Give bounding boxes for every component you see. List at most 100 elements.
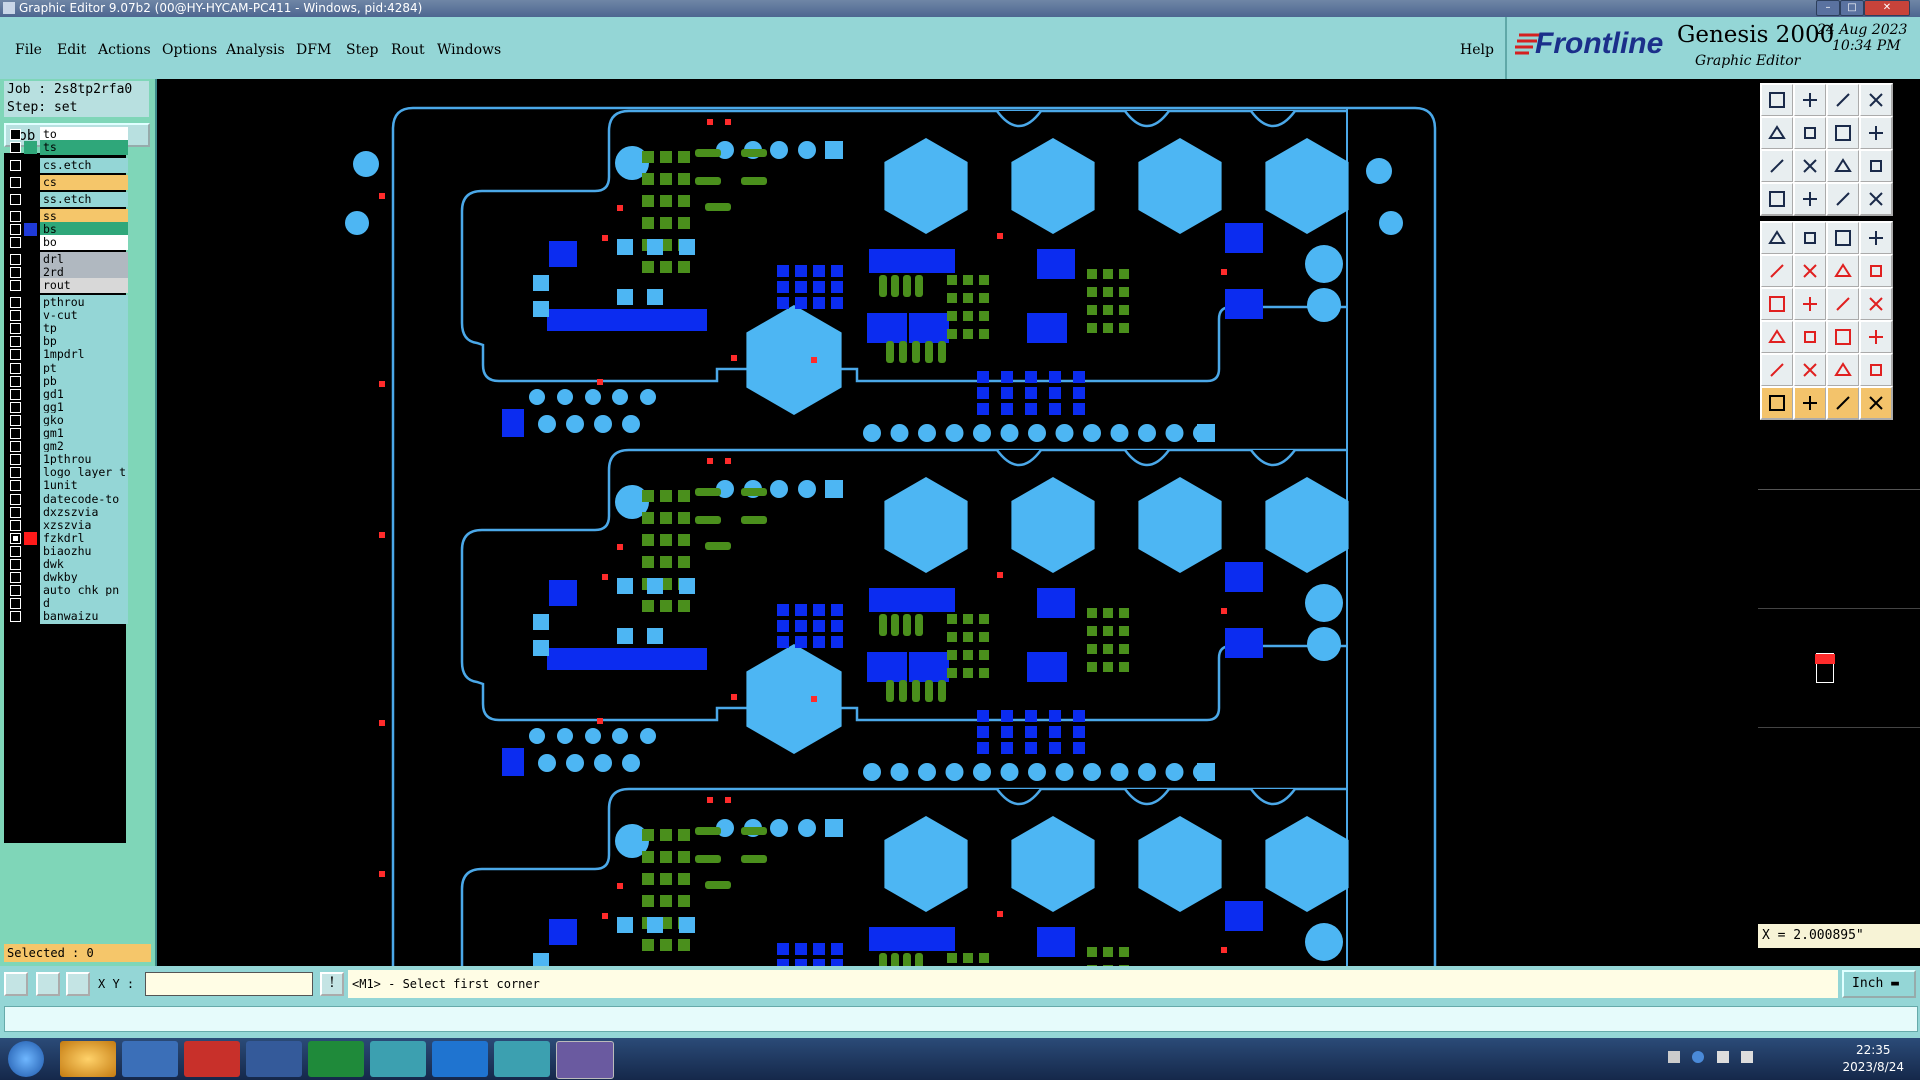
layer-color-swatch[interactable] bbox=[24, 466, 37, 479]
volume-icon[interactable] bbox=[1741, 1051, 1754, 1063]
layer-checkbox[interactable] bbox=[10, 559, 21, 570]
layer-row-pthrou[interactable]: pthrou bbox=[6, 295, 128, 310]
menu-edit[interactable]: Edit bbox=[57, 42, 87, 58]
layer-checkbox[interactable] bbox=[10, 336, 21, 348]
layer-checkbox[interactable] bbox=[10, 323, 21, 335]
layer-name[interactable]: bs bbox=[40, 222, 128, 238]
red-app-icon[interactable] bbox=[184, 1041, 240, 1077]
layer-checkbox[interactable] bbox=[10, 362, 21, 374]
layer-checkbox[interactable] bbox=[10, 375, 21, 387]
layer-checkbox[interactable] bbox=[10, 572, 21, 584]
layer-row-ss-etch[interactable]: ss.etch bbox=[6, 192, 128, 207]
layer-checkbox[interactable] bbox=[10, 160, 21, 171]
layer-name[interactable]: bo bbox=[40, 235, 128, 251]
layer-row-bo[interactable]: bo bbox=[6, 235, 128, 251]
layer-row-drl[interactable]: drl bbox=[6, 252, 128, 267]
ruler-button[interactable] bbox=[1826, 221, 1860, 255]
snap-button[interactable] bbox=[1760, 182, 1794, 216]
layer-name[interactable]: v-cut bbox=[40, 308, 128, 324]
layer-row-dwkby[interactable]: dwkby bbox=[6, 570, 128, 586]
layer-name[interactable]: dwk bbox=[40, 557, 128, 572]
genesis-app-icon[interactable] bbox=[556, 1041, 614, 1079]
layer-name[interactable]: rout bbox=[40, 278, 128, 294]
pad-add-button[interactable] bbox=[1760, 320, 1794, 354]
layer-row-cs-etch[interactable]: cs.etch bbox=[6, 158, 128, 173]
alert-icon[interactable]: ! bbox=[320, 972, 344, 996]
layer-checkbox[interactable] bbox=[10, 441, 21, 453]
layer-name[interactable]: gg1 bbox=[40, 399, 128, 415]
layer-display2-button[interactable] bbox=[1859, 182, 1893, 216]
line-button[interactable] bbox=[1760, 287, 1794, 321]
layer-checkbox[interactable] bbox=[10, 142, 21, 154]
layer-color-swatch[interactable] bbox=[24, 223, 37, 237]
layer-checkbox[interactable] bbox=[10, 297, 21, 308]
layer-name[interactable]: drl bbox=[40, 252, 128, 267]
layer-checkbox[interactable] bbox=[10, 467, 21, 479]
home-button[interactable] bbox=[1826, 83, 1860, 117]
select-button[interactable] bbox=[1760, 386, 1794, 420]
layer-row-ss[interactable]: ss bbox=[6, 209, 128, 224]
layer-name[interactable]: tp bbox=[40, 321, 128, 337]
text-a-button[interactable] bbox=[1793, 353, 1827, 387]
delete-node-button[interactable] bbox=[1793, 254, 1827, 288]
layer-name[interactable]: ts bbox=[40, 140, 128, 156]
layer-row-gd1[interactable]: gd1 bbox=[6, 386, 128, 402]
layer-row-datecode-to[interactable]: datecode-to bbox=[6, 491, 128, 507]
arrow-app-icon[interactable] bbox=[432, 1041, 488, 1077]
layer-name[interactable]: bp bbox=[40, 334, 128, 350]
layer-row-pt[interactable]: pt bbox=[6, 360, 128, 376]
menu-rout[interactable]: Rout bbox=[391, 42, 425, 58]
layer-row-dwk[interactable]: dwk bbox=[6, 557, 128, 572]
layer-color-swatch[interactable] bbox=[24, 427, 37, 440]
layer-name[interactable]: gd1 bbox=[40, 386, 128, 402]
layer-row-biaozhu[interactable]: biaozhu bbox=[6, 543, 128, 559]
layer-color-swatch[interactable] bbox=[24, 545, 37, 558]
layer-color-swatch[interactable] bbox=[24, 141, 37, 155]
layer-color-swatch[interactable] bbox=[24, 453, 37, 466]
layer-color-swatch[interactable] bbox=[24, 210, 37, 223]
layer-row-1pthrou[interactable]: 1pthrou bbox=[6, 452, 128, 468]
pan-button[interactable] bbox=[1859, 116, 1893, 150]
layer-checkbox[interactable] bbox=[10, 414, 21, 426]
net-button[interactable] bbox=[1859, 320, 1893, 354]
layer-color-swatch[interactable] bbox=[24, 493, 37, 506]
surface-button[interactable] bbox=[1859, 287, 1893, 321]
layer-name[interactable]: gm1 bbox=[40, 426, 128, 441]
menu-windows[interactable]: Windows bbox=[437, 42, 502, 58]
tray-icons[interactable] bbox=[1668, 1051, 1798, 1067]
zoom-fit-button[interactable] bbox=[4, 972, 28, 996]
menu-options[interactable]: Options bbox=[162, 42, 218, 58]
layer-checkbox[interactable] bbox=[10, 428, 21, 439]
eye2-app-icon[interactable] bbox=[494, 1041, 550, 1077]
layer-name[interactable]: logo_layer_t bbox=[40, 465, 128, 481]
layer-checkbox[interactable] bbox=[10, 598, 21, 610]
pcb-panel-view[interactable] bbox=[157, 79, 1758, 966]
arc-button[interactable] bbox=[1826, 287, 1860, 321]
layer-row-bp[interactable]: bp bbox=[6, 334, 128, 350]
layer-row-logo-layer-t[interactable]: logo_layer_t bbox=[6, 465, 128, 481]
layer-checkbox[interactable] bbox=[10, 129, 21, 140]
route-button[interactable] bbox=[1859, 386, 1893, 420]
layer-checkbox[interactable] bbox=[10, 254, 21, 265]
layer-row-bs[interactable]: bs bbox=[6, 222, 128, 238]
layer-name[interactable]: pb bbox=[40, 373, 128, 389]
text-c-button[interactable] bbox=[1859, 353, 1893, 387]
layer-checkbox[interactable] bbox=[10, 532, 21, 544]
minus-button[interactable] bbox=[1793, 320, 1827, 354]
layer-color-swatch[interactable] bbox=[24, 531, 37, 545]
select3-button[interactable] bbox=[1826, 386, 1860, 420]
layer-color-swatch[interactable] bbox=[24, 348, 37, 361]
layer-row-1unit[interactable]: 1unit bbox=[6, 478, 128, 494]
layer-color-swatch[interactable] bbox=[24, 558, 37, 571]
prev-step-button[interactable] bbox=[1760, 116, 1794, 150]
layer-name[interactable]: pt bbox=[40, 360, 128, 376]
zoom-region-button[interactable] bbox=[1826, 116, 1860, 150]
layer-row-to[interactable]: to bbox=[6, 127, 128, 142]
layer-name[interactable]: to bbox=[40, 127, 128, 142]
menu-file[interactable]: File bbox=[15, 42, 42, 58]
zoom-home-button[interactable] bbox=[1793, 149, 1827, 183]
layer-checkbox[interactable] bbox=[10, 267, 21, 279]
menu-dfm[interactable]: DFM bbox=[296, 42, 332, 58]
layer-color-swatch[interactable] bbox=[24, 193, 37, 206]
triangle-button[interactable] bbox=[1760, 353, 1794, 387]
